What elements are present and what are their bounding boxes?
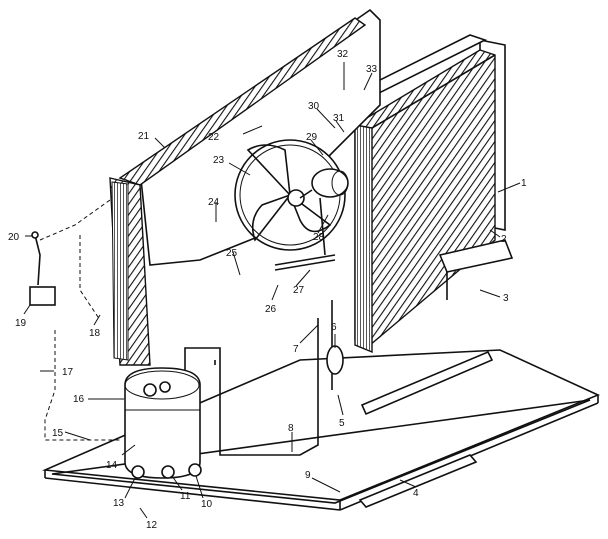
callout-28: 28 — [313, 232, 325, 243]
base-rail-front — [358, 454, 478, 508]
control-box — [438, 239, 514, 300]
callout-25: 25 — [226, 248, 238, 259]
condenser-coil-left — [109, 17, 367, 366]
base-rail-side — [360, 350, 494, 416]
compressor — [124, 367, 202, 479]
fan-assembly — [234, 139, 349, 271]
callout-4: 4 — [413, 488, 419, 499]
callout-32: 32 — [337, 49, 349, 60]
callout-5: 5 — [339, 418, 345, 429]
callout-2: 2 — [501, 234, 507, 245]
callout-10: 10 — [201, 499, 213, 510]
divider-panel — [139, 8, 381, 266]
callout-16: 16 — [73, 394, 85, 405]
callout-24: 24 — [208, 197, 220, 208]
callout-33: 33 — [366, 64, 378, 75]
callout-23: 23 — [213, 155, 225, 166]
callout-3: 3 — [503, 293, 509, 304]
callout-19: 19 — [15, 318, 27, 329]
leader-lines — [23, 62, 521, 519]
callout-18: 18 — [89, 328, 101, 339]
capillary-tubing — [29, 199, 120, 441]
callout-20: 20 — [8, 232, 20, 243]
callout-31: 31 — [333, 113, 345, 124]
callout-13: 13 — [113, 498, 125, 509]
callout-9: 9 — [305, 470, 311, 481]
callout-26: 26 — [265, 304, 277, 315]
callout-14: 14 — [106, 460, 118, 471]
callout-8: 8 — [288, 423, 294, 434]
condenser-coil-right — [354, 49, 496, 354]
callout-22: 22 — [208, 132, 220, 143]
callout-12: 12 — [146, 520, 158, 531]
callout-21: 21 — [138, 131, 150, 142]
callout-15: 15 — [52, 428, 64, 439]
callout-1: 1 — [521, 178, 527, 189]
refrigerant-tubing — [184, 300, 344, 456]
callout-27: 27 — [293, 285, 305, 296]
callout-11: 11 — [180, 491, 191, 502]
callout-29: 29 — [306, 132, 318, 143]
callout-6: 6 — [331, 322, 337, 333]
callout-labels: 1 2 3 4 5 6 7 8 9 10 11 12 13 14 15 16 1… — [8, 49, 527, 531]
callout-17: 17 — [62, 367, 74, 378]
callout-7: 7 — [293, 344, 299, 355]
callout-30: 30 — [308, 101, 320, 112]
